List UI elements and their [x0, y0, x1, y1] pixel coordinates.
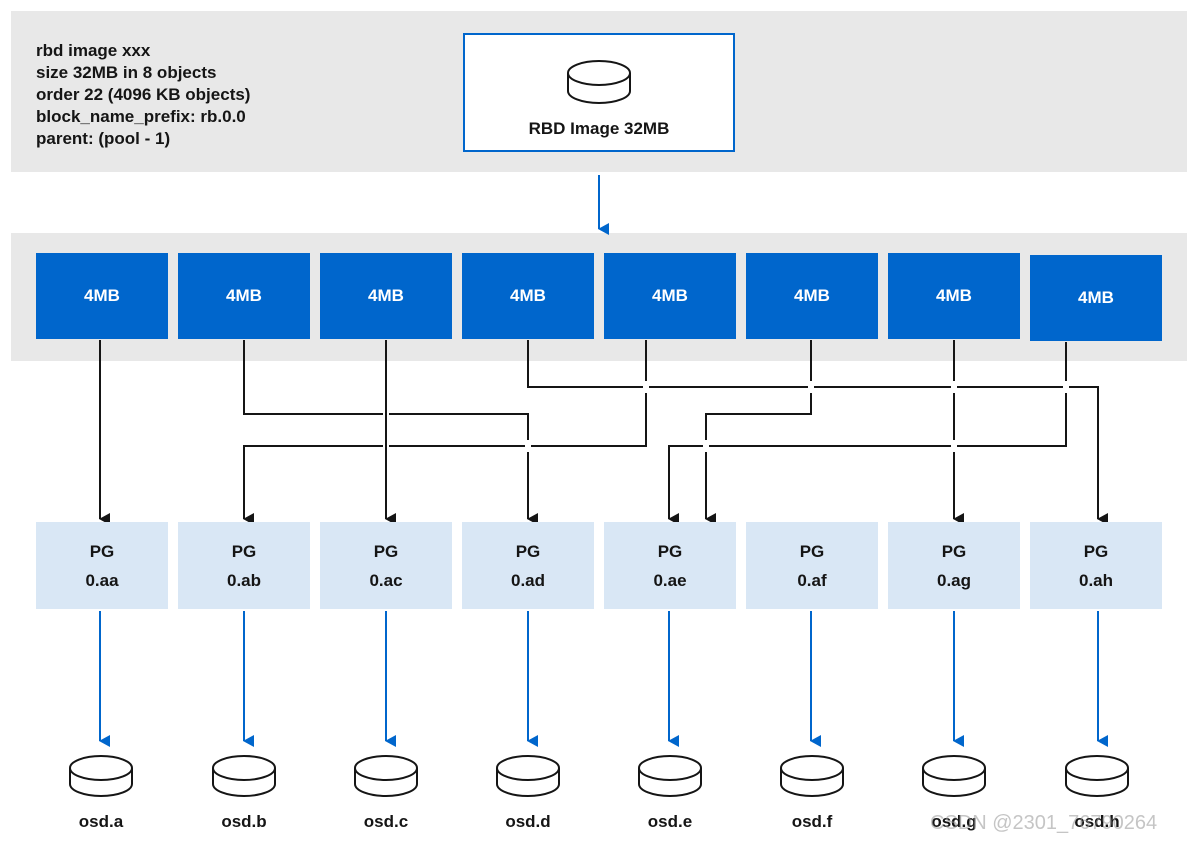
pg-title: PG [1083, 542, 1109, 561]
info-line: order 22 (4096 KB objects) [36, 85, 251, 104]
object-block: 4MB [1030, 255, 1162, 341]
object-8-to-pg-ae-line [668, 342, 1067, 525]
pg-title: PG [515, 542, 541, 561]
pg-box: PG 0.ae [604, 522, 736, 609]
object-block: 4MB [888, 253, 1020, 339]
object-block: 4MB [36, 253, 168, 339]
info-line: block_name_prefix: rb.0.0 [36, 107, 246, 126]
osd-label: osd.g [931, 812, 977, 831]
osd-disk-icon [1065, 755, 1129, 797]
pg-id: 0.ac [369, 571, 403, 590]
object-block: 4MB [604, 253, 736, 339]
object-6-to-pg-ae-line [705, 340, 812, 525]
osd-disk-icon [354, 755, 418, 797]
object-block: 4MB [746, 253, 878, 339]
pg-id: 0.ad [510, 571, 546, 590]
object-block: 4MB [320, 253, 452, 339]
osd-label: osd.a [78, 812, 124, 831]
osd-label: osd.c [363, 812, 409, 831]
pg-box: PG 0.ad [462, 522, 594, 609]
pg-title: PG [231, 542, 257, 561]
osd-disk-icon [638, 755, 702, 797]
pg-box: PG 0.ac [320, 522, 452, 609]
pg-box: PG 0.ag [888, 522, 1020, 609]
pg-box: PG 0.aa [36, 522, 168, 609]
osd-label: osd.d [505, 812, 551, 831]
pg-box: PG 0.ab [178, 522, 310, 609]
osd-label: osd.b [221, 812, 267, 831]
rbd-image-box: RBD Image 32MB [463, 33, 735, 152]
pg-id: 0.ae [653, 571, 687, 590]
pg-box: PG 0.af [746, 522, 878, 609]
osd-disk-icon [496, 755, 560, 797]
watermark: CSDN @2301_76790264 [930, 812, 1158, 834]
info-line: size 32MB in 8 objects [36, 63, 217, 82]
pg-title: PG [373, 542, 399, 561]
object-5-to-pg-ab-line [243, 340, 647, 525]
object-4-to-pg-ah-line [527, 340, 1108, 525]
osd-disk-icon [922, 755, 986, 797]
pg-id: 0.ab [226, 571, 262, 590]
pg-title: PG [941, 542, 967, 561]
disk-icon [567, 60, 631, 104]
pg-title: PG [657, 542, 683, 561]
osd-label: osd.f [791, 812, 833, 831]
pg-box: PG 0.ah [1030, 522, 1162, 609]
osd-disk-icon [69, 755, 133, 797]
pg-title: PG [799, 542, 825, 561]
pg-id: 0.aa [85, 571, 119, 590]
info-line: rbd image xxx [36, 41, 151, 60]
pg-title: PG [89, 542, 115, 561]
pg-id: 0.ah [1078, 571, 1114, 590]
osd-label: osd.e [647, 812, 693, 831]
object-block: 4MB [462, 253, 594, 339]
pg-id: 0.ag [936, 571, 972, 590]
rbd-image-label: RBD Image 32MB [528, 119, 670, 138]
osd-disk-icon [780, 755, 844, 797]
osd-disk-icon [212, 755, 276, 797]
pg-id: 0.af [797, 571, 827, 590]
image-info-text: rbd image xxx size 32MB in 8 objects ord… [36, 40, 250, 150]
object-block: 4MB [178, 253, 310, 339]
info-line: parent: (pool - 1) [36, 129, 171, 148]
osd-label: osd.h [1074, 812, 1120, 831]
